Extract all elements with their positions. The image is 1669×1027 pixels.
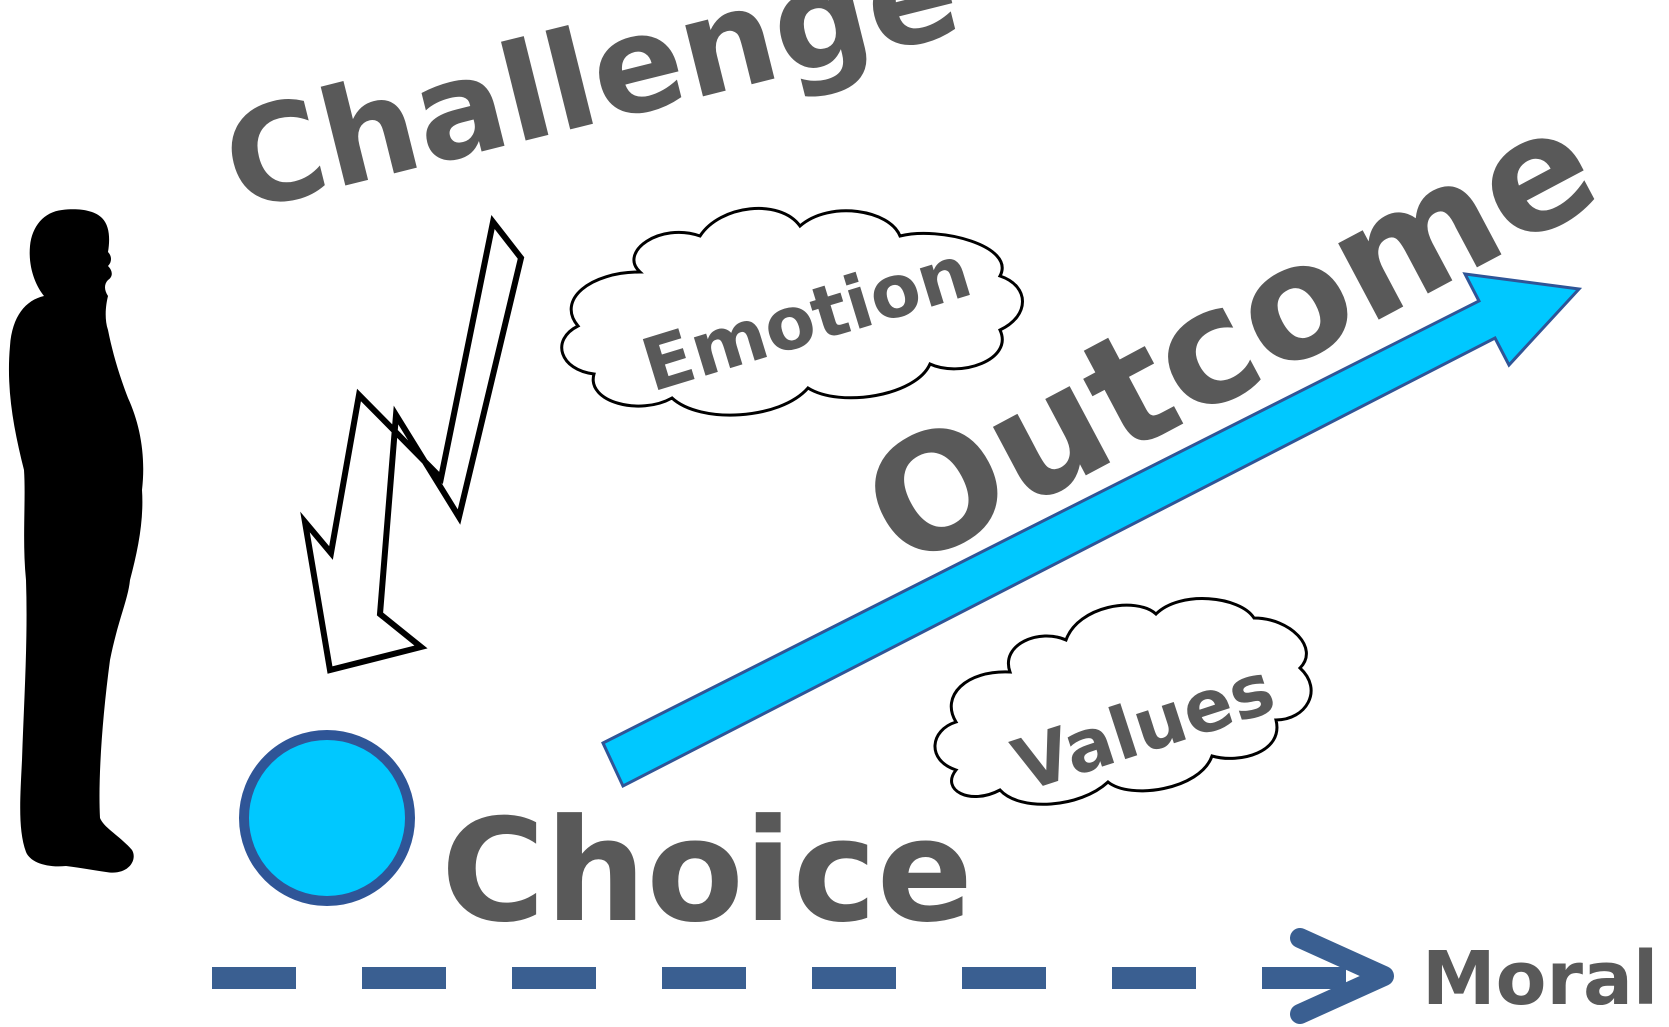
choice-label: Choice — [441, 789, 973, 954]
lightning-bolt-arrow-icon — [300, 215, 525, 674]
circle-icon — [239, 730, 415, 906]
moral-label: Moral — [1422, 936, 1658, 1022]
challenge-label: Challenge — [209, 0, 974, 243]
arrow-icon — [601, 272, 1583, 789]
cloud-icon — [933, 597, 1313, 806]
cloud-icon — [560, 206, 1024, 417]
person-silhouette-icon — [8, 209, 144, 873]
arrow-icon — [1290, 928, 1394, 1024]
